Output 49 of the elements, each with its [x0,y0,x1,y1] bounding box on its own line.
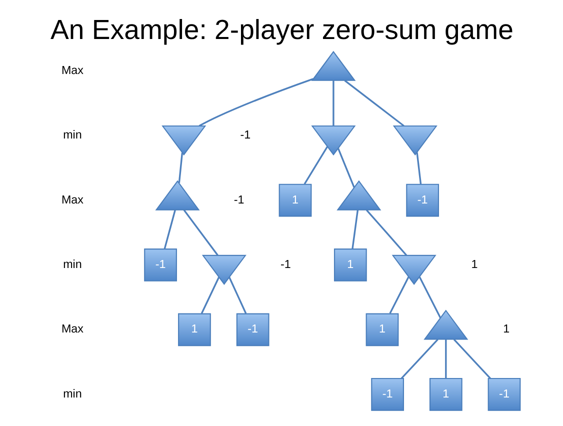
node-label: -1 [240,128,250,142]
node-triangle [310,50,356,81]
label: min [62,128,82,142]
connector [163,210,176,250]
node-triangle [154,180,200,210]
label: min [62,387,82,400]
node-box: -1 [370,378,404,411]
connector [198,78,313,127]
connector [336,148,354,188]
connector [416,152,422,184]
connector [452,338,490,380]
node-box: 1 [278,184,312,217]
connector [182,210,218,256]
label: Max [60,64,83,77]
node-box: -1 [406,184,438,217]
connector [303,146,328,184]
connector [344,80,404,127]
label: Max [60,193,83,206]
node-box: -1 [236,313,269,346]
connector [228,276,246,314]
connector [365,209,407,256]
node-label: -1 [280,258,290,271]
diagram-title: An Example: 2-player zero-sum game [50,14,513,45]
node-invtriangle [391,254,436,285]
node-box: 1 [365,313,398,346]
connector [351,210,358,250]
node-label: 1 [470,258,478,271]
connector [444,339,446,378]
node-label: -1 [233,193,244,206]
connector [332,80,334,126]
node-invtriangle [392,125,437,156]
node-triangle [336,180,381,210]
node-box: 1 [428,378,462,411]
node-label: 1 [502,322,510,336]
node-box: -1 [144,248,176,282]
node-box: -1 [487,378,520,411]
node-triangle [423,310,468,340]
label: min [62,258,82,271]
node-invtriangle [310,125,356,156]
connector [400,338,438,380]
label: Max [60,322,83,336]
node-box: 1 [178,313,210,346]
connector [178,152,183,183]
node-box: 1 [333,248,366,282]
node-invtriangle [201,254,246,285]
connector [388,276,409,314]
connector [200,276,220,314]
node-invtriangle [161,125,206,156]
connector [418,276,441,318]
